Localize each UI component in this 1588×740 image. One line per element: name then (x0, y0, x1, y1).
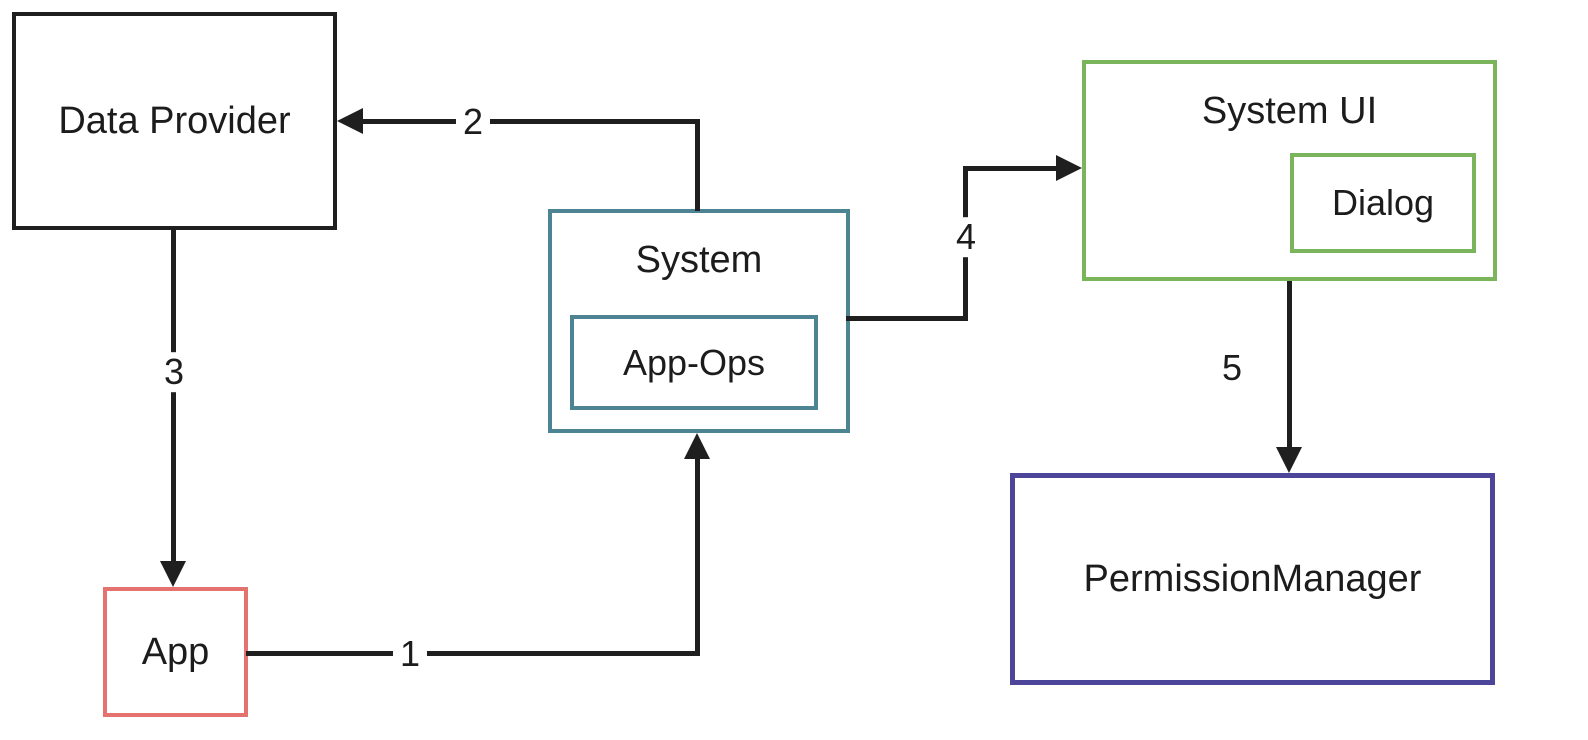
edge-1-line-horizontal (246, 651, 698, 656)
edge-5-label: 5 (1221, 347, 1243, 389)
node-system-ui-label: System UI (1201, 90, 1378, 132)
edge-3-line-vertical (171, 230, 176, 562)
edge-2-label: 2 (455, 102, 491, 142)
edge-2-arrowhead-left-icon (337, 108, 363, 134)
edge-2-line-vertical (695, 119, 700, 211)
node-app: App (103, 587, 248, 717)
node-dialog-label: Dialog (1331, 182, 1435, 223)
node-permission-manager: PermissionManager (1010, 473, 1495, 685)
edge-1-line-vertical (695, 455, 700, 656)
node-app-label: App (141, 630, 210, 673)
edge-4-arrowhead-right-icon (1056, 155, 1082, 181)
edge-1-arrowhead-up-icon (684, 433, 710, 459)
edge-5-arrowhead-down-icon (1276, 447, 1302, 473)
edge-1-label: 1 (392, 634, 428, 674)
node-app-ops: App-Ops (570, 315, 818, 410)
edge-5-line-vertical (1287, 281, 1292, 447)
node-permission-manager-label: PermissionManager (1083, 557, 1422, 600)
node-system-label: System (635, 239, 763, 281)
node-dialog: Dialog (1290, 153, 1476, 253)
edge-4-label: 4 (948, 217, 984, 257)
node-app-ops-label: App-Ops (622, 341, 766, 383)
edge-2-line-horizontal (356, 119, 700, 124)
node-data-provider-label: Data Provider (58, 99, 291, 142)
edge-3-label: 3 (156, 352, 192, 392)
edge-4-line-horizontal-lower (846, 316, 968, 321)
node-data-provider: Data Provider (12, 12, 337, 230)
edge-3-arrowhead-down-icon (160, 561, 186, 587)
edge-4-line-horizontal-upper (963, 166, 1058, 171)
